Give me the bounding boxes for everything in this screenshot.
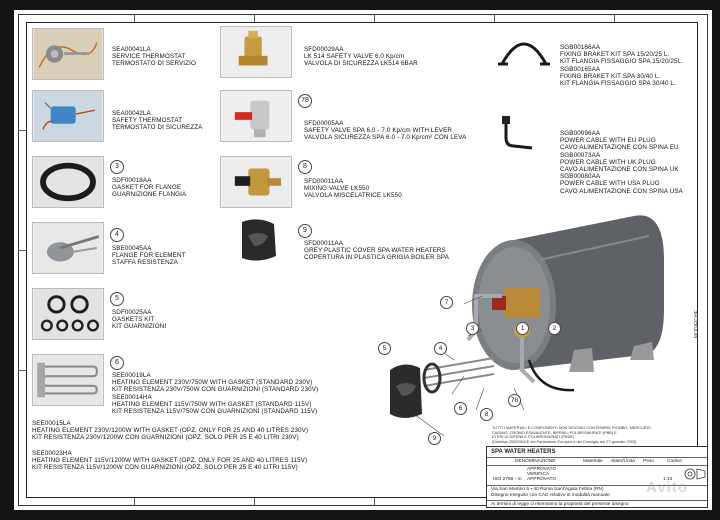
col-denominazione: DENOMINAZIONE: [515, 459, 556, 464]
check-verifica: VERIFICA: [527, 472, 550, 477]
lever-valve-photo: [220, 90, 292, 142]
callout-5: 5: [378, 342, 391, 355]
callout-8: 8: [480, 408, 493, 421]
service-thermostat-photo: [32, 28, 104, 80]
outer-frame: [18, 14, 708, 506]
frame-tick: [374, 498, 375, 506]
frame-tick: [134, 14, 135, 22]
flange-icon: [33, 223, 103, 273]
badge-9: 9: [298, 224, 312, 238]
flange-gasket-photo: [32, 156, 104, 208]
badge-78: 78: [298, 94, 312, 108]
badge-4: 4: [110, 228, 124, 242]
title-block: SPA WATER HEATERS DENOMINAZIONE Material…: [486, 446, 708, 508]
plastic-cover-icon: [242, 219, 276, 261]
flange-gasket-icon: [33, 157, 103, 207]
inner-frame: [26, 22, 698, 498]
mixing-valve-icon: [221, 157, 291, 207]
safety-valve-icon: [221, 27, 291, 77]
revision-column-label: MODIFICHE: [694, 310, 700, 339]
callout-2: 2: [548, 322, 561, 335]
callout-7: 7: [440, 296, 453, 309]
projection-symbol-icon: [684, 468, 706, 480]
mixing-valve-photo: [220, 156, 292, 208]
col-codice: Codice: [667, 459, 682, 464]
heating-element-icon: [33, 355, 103, 405]
gaskets-kit-photo: [32, 288, 104, 340]
drawing-title: SPA WATER HEATERS: [491, 449, 556, 455]
frame-tick: [254, 14, 255, 22]
check-approvato: APPROVATO: [527, 467, 557, 472]
col-materiale: Materiale: [583, 459, 603, 464]
col-stato: Stato/Unità: [611, 459, 635, 464]
frame-tick: [18, 370, 26, 371]
frame-tick: [494, 14, 495, 22]
power-cable-icon: [502, 116, 533, 150]
callout-1: 1: [516, 322, 529, 335]
heating-element-photo: [32, 354, 104, 406]
badge-5: 5: [110, 292, 124, 306]
safety-valve-photo: [220, 26, 292, 78]
callout-6: 6: [454, 402, 467, 415]
cad-note: Disegno eseguito con CAD relativo in mod…: [491, 493, 610, 498]
frame-tick: [614, 14, 615, 22]
frame-tick: [374, 14, 375, 22]
lever-valve-icon: [221, 91, 291, 141]
compliance-notes: TUTTI I MATERIALI E COMPONENTI NON DEVON…: [492, 426, 652, 444]
gaskets-kit-icon: [33, 289, 103, 339]
badge-8: 8: [298, 160, 312, 174]
callout-78: 78: [508, 394, 521, 407]
callout-3: 3: [466, 322, 479, 335]
service-thermostat-icon: [33, 29, 103, 79]
badge-3: 3: [110, 160, 124, 174]
fixing-bracket-icon: [498, 42, 550, 66]
frame-tick: [254, 498, 255, 506]
watermark: Avito: [646, 479, 688, 496]
company-address: Via San Martino 5 • 40 Roma Sant'Agata F…: [491, 487, 604, 492]
safety-thermostat-photo: [32, 90, 104, 142]
flange-photo: [32, 222, 104, 274]
callout-4: 4: [434, 342, 447, 355]
frame-tick: [134, 498, 135, 506]
frame-tick: [18, 130, 26, 131]
frame-tick: [18, 250, 26, 251]
fixing-bracket-illustration: [494, 30, 554, 74]
callout-9: 9: [428, 432, 441, 445]
plastic-cover-illustration: [234, 216, 282, 268]
check-approvato-2: APPROVATO: [527, 477, 557, 482]
rights-note: Ai termini di legge ci riserviamo la pro…: [491, 502, 629, 507]
power-cable-illustration: [498, 114, 538, 160]
col-peso: Peso: [643, 459, 654, 464]
iso-standard: ISO 2768 - m: [493, 477, 522, 482]
badge-6: 6: [110, 356, 124, 370]
safety-thermostat-icon: [33, 91, 103, 141]
scale: 1:10: [663, 477, 673, 482]
